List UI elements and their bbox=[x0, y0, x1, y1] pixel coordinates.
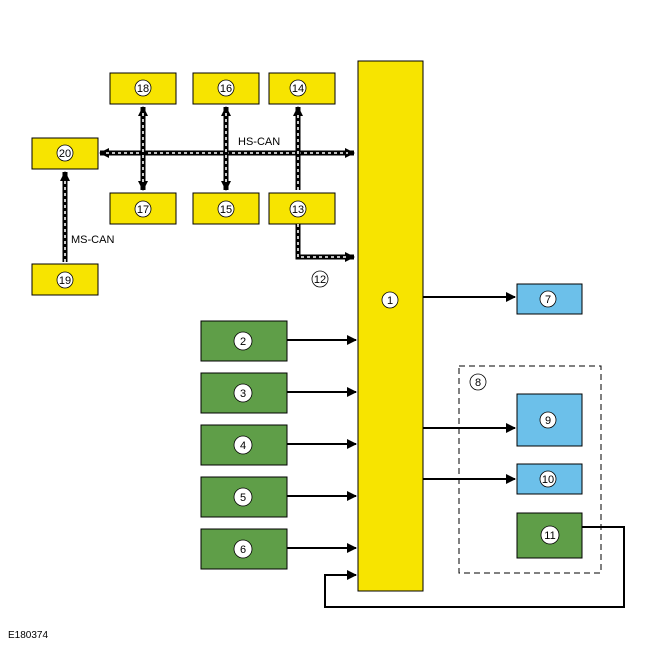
callout-12: 12 bbox=[314, 274, 326, 286]
callout-13: 13 bbox=[292, 204, 304, 216]
module-14: 14 bbox=[268, 72, 336, 105]
hs-can-label: HS-CAN bbox=[238, 136, 280, 148]
module-19: 19 bbox=[31, 263, 99, 296]
callout-8: 8 bbox=[475, 377, 481, 389]
module-9: 9 bbox=[516, 393, 583, 447]
group-8-border bbox=[458, 365, 602, 574]
input-arrows bbox=[287, 335, 357, 553]
callout-8-circle bbox=[469, 373, 487, 391]
callout-18: 18 bbox=[137, 83, 149, 95]
callout-20: 20 bbox=[59, 148, 71, 160]
module-20: 20 bbox=[31, 137, 99, 170]
callout-6: 6 bbox=[240, 544, 246, 556]
callout-7: 7 bbox=[545, 294, 551, 306]
module-5: 5 bbox=[200, 476, 288, 518]
callout-19: 19 bbox=[59, 275, 71, 287]
module-10: 10 bbox=[516, 463, 583, 495]
callout-1: 1 bbox=[387, 295, 393, 307]
module-1-box bbox=[357, 60, 424, 592]
callout-9: 9 bbox=[545, 415, 551, 427]
callout-2: 2 bbox=[240, 336, 246, 348]
callout-11: 11 bbox=[544, 530, 555, 542]
module-18: 18 bbox=[109, 72, 177, 105]
module-2: 2 bbox=[200, 320, 288, 362]
module-15: 15 bbox=[192, 192, 260, 225]
figure-reference: E180374 bbox=[8, 630, 48, 641]
callout-12-circle bbox=[311, 270, 329, 288]
callout-14: 14 bbox=[292, 83, 304, 95]
callout-17: 17 bbox=[137, 204, 149, 216]
module-13: 13 bbox=[268, 192, 336, 225]
link-13-to-module-1 bbox=[295, 224, 355, 262]
module-11: 11 bbox=[516, 512, 583, 559]
module-6: 6 bbox=[200, 528, 288, 570]
callout-4: 4 bbox=[240, 440, 246, 452]
ms-can-label: MS-CAN bbox=[71, 234, 114, 246]
callout-16: 16 bbox=[220, 83, 232, 95]
module-17: 17 bbox=[109, 192, 177, 225]
callout-1-circle bbox=[381, 291, 399, 309]
callout-10: 10 bbox=[542, 474, 554, 486]
callout-5: 5 bbox=[240, 492, 246, 504]
module-7: 7 bbox=[516, 283, 583, 315]
module-4: 4 bbox=[200, 424, 288, 466]
callout-3: 3 bbox=[240, 388, 246, 400]
module-16: 16 bbox=[192, 72, 260, 105]
feedback-line-11 bbox=[324, 526, 625, 608]
callout-15: 15 bbox=[220, 204, 232, 216]
module-3: 3 bbox=[200, 372, 288, 414]
